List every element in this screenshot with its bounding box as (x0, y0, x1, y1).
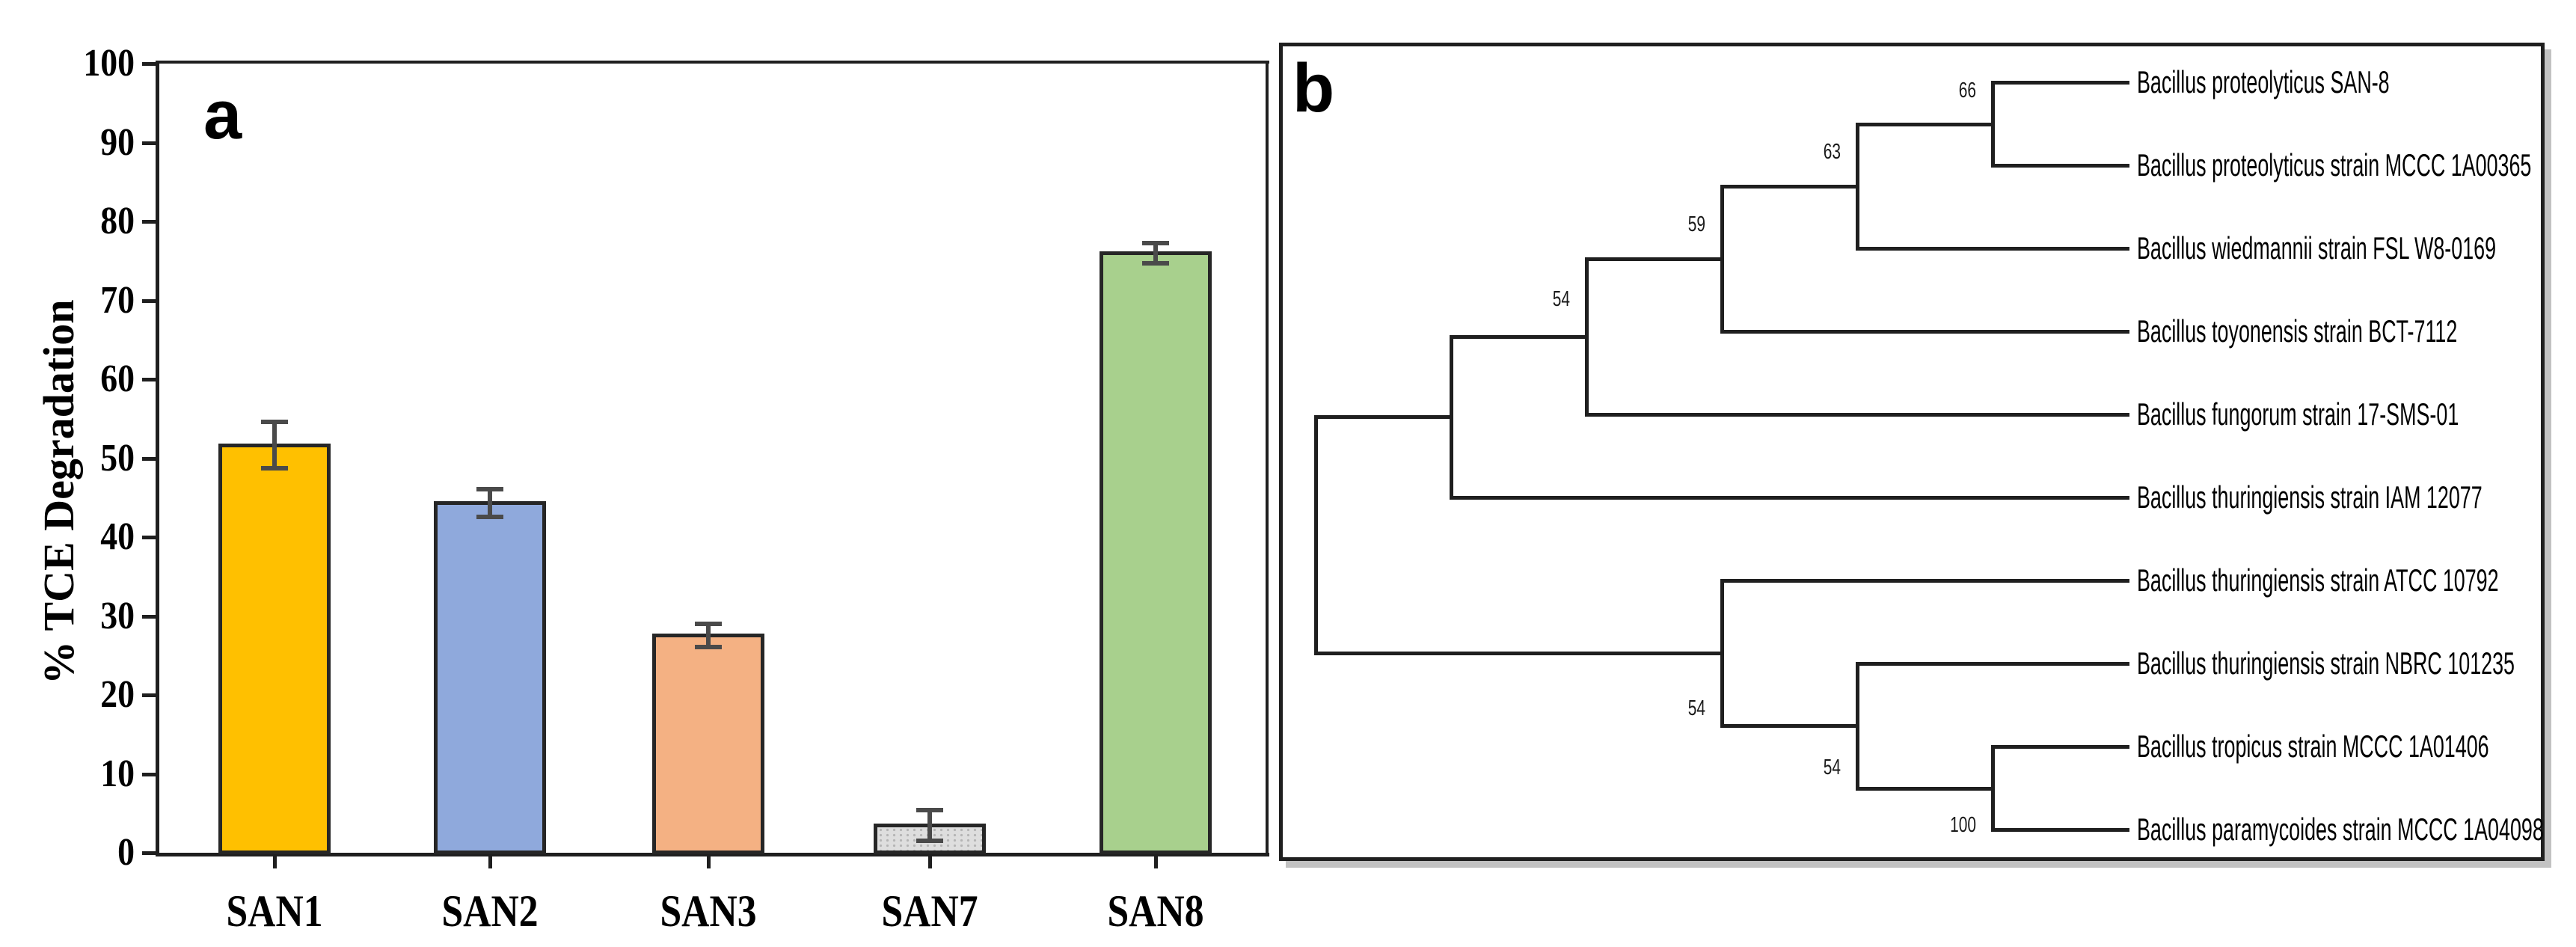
error-cap-top-SAN7 (916, 807, 943, 812)
error-cap-top-SAN8 (1142, 241, 1169, 246)
y-tick-90 (142, 141, 156, 145)
tree-branch-n100-child0 (1991, 745, 2129, 749)
x-tick-SAN1 (273, 856, 277, 868)
tree-branch-n54b-child0 (1720, 579, 2129, 583)
x-category-label-SAN3: SAN3 (660, 886, 757, 936)
error-cap-bottom-SAN8 (1142, 260, 1169, 266)
tree-branch-n59-child0 (1720, 184, 1859, 189)
taxon-label-8: Bacillus tropicus strain MCCC 1A01406 (2137, 729, 2489, 764)
error-cap-top-SAN1 (261, 419, 288, 424)
x-category-label-SAN8: SAN8 (1107, 886, 1204, 936)
y-tick-10 (142, 772, 156, 776)
taxon-label-1: Bacillus proteolyticus strain MCCC 1A003… (2137, 147, 2532, 183)
taxon-label-3: Bacillus toyonensis strain BCT-7112 (2137, 313, 2458, 349)
tree-branch-nU-child0 (1450, 334, 1588, 339)
tree-branch-n66-child1 (1991, 164, 2129, 168)
tree-branch-n100-child1 (1991, 828, 2129, 832)
y-tick-80 (142, 220, 156, 224)
panel-a-letter: a (203, 77, 242, 153)
taxon-label-6: Bacillus thuringiensis strain ATCC 10792 (2137, 563, 2499, 598)
error-cap-bottom-SAN1 (261, 466, 288, 471)
tree-branch-n63-child0 (1856, 122, 1994, 126)
tree-branch-n54c-child1 (1856, 786, 1994, 791)
y-tick-label-50: 50 (100, 436, 135, 479)
bootstrap-value-n66: 66 (1958, 79, 1976, 102)
bootstrap-value-n54a: 54 (1552, 287, 1570, 311)
error-cap-bottom-SAN3 (695, 644, 722, 649)
tree-branch-n63-child1 (1856, 247, 2129, 251)
bar-SAN1 (218, 443, 331, 854)
tree-branch-nU-child1 (1450, 496, 2129, 500)
bootstrap-value-n54c: 54 (1823, 756, 1841, 779)
bar-SAN2 (434, 500, 546, 854)
tree-branch-n54a-child1 (1585, 413, 2129, 417)
y-tick-50 (142, 456, 156, 461)
error-cap-bottom-SAN7 (916, 839, 943, 844)
tree-node-vertical-root (1314, 415, 1318, 656)
error-bar-SAN2 (488, 488, 492, 517)
bar-SAN8 (1100, 251, 1212, 854)
x-tick-SAN3 (707, 856, 711, 868)
y-tick-label-70: 70 (100, 278, 135, 322)
x-category-label-SAN7: SAN7 (881, 886, 978, 936)
tree-branch-n54b-child1 (1720, 724, 1859, 729)
panel-b-border (1279, 43, 2545, 861)
tree-branch-n54a-child0 (1585, 257, 1723, 261)
tree-branch-n54c-child0 (1856, 662, 2129, 666)
x-category-label-SAN1: SAN1 (226, 886, 323, 936)
taxon-label-9: Bacillus paramycoides strain MCCC 1A0409… (2137, 812, 2544, 847)
y-tick-0 (142, 851, 156, 855)
x-tick-SAN8 (1154, 856, 1158, 868)
y-tick-label-10: 10 (100, 752, 135, 795)
y-tick-70 (142, 298, 156, 303)
y-tick-label-80: 80 (100, 200, 135, 242)
taxon-label-4: Bacillus fungorum strain 17-SMS-01 (2137, 396, 2459, 432)
error-bar-SAN1 (272, 420, 277, 469)
taxon-label-5: Bacillus thuringiensis strain IAM 12077 (2137, 479, 2483, 515)
y-tick-60 (142, 378, 156, 381)
x-tick-SAN7 (928, 856, 932, 868)
plot-top-frame (156, 61, 1269, 64)
bootstrap-value-n63: 63 (1823, 140, 1841, 164)
bootstrap-value-n59: 59 (1687, 212, 1705, 236)
y-tick-label-30: 30 (100, 594, 135, 637)
taxon-label-0: Bacillus proteolyticus SAN-8 (2137, 64, 2390, 99)
bar-SAN3 (652, 633, 764, 854)
y-tick-label-60: 60 (100, 358, 135, 400)
y-tick-label-40: 40 (100, 515, 135, 558)
error-bar-SAN8 (1153, 242, 1158, 263)
x-tick-SAN2 (488, 856, 492, 868)
tree-branch-root-child1 (1314, 652, 1723, 656)
y-tick-label-90: 90 (100, 120, 135, 164)
y-tick-20 (142, 693, 156, 697)
plot-right-frame (1266, 64, 1269, 856)
error-bar-SAN7 (927, 809, 932, 842)
tree-branch-n59-child1 (1720, 330, 2129, 334)
x-category-label-SAN2: SAN2 (441, 886, 539, 936)
y-tick-label-100: 100 (83, 42, 135, 85)
taxon-label-7: Bacillus thuringiensis strain NBRC 10123… (2137, 646, 2515, 681)
y-tick-40 (142, 536, 156, 539)
bootstrap-value-n54b: 54 (1687, 696, 1705, 720)
taxon-label-2: Bacillus wiedmannii strain FSL W8-0169 (2137, 230, 2497, 266)
y-tick-label-0: 0 (117, 831, 135, 874)
y-tick-label-20: 20 (100, 673, 135, 716)
panel-b-letter: b (1292, 50, 1335, 126)
error-cap-bottom-SAN2 (476, 514, 503, 519)
x-axis-line (156, 853, 1269, 856)
error-cap-top-SAN3 (695, 621, 722, 626)
bootstrap-value-n100: 100 (1950, 813, 1976, 837)
tree-branch-n66-child0 (1991, 81, 2129, 85)
y-axis-line (156, 64, 159, 856)
error-cap-top-SAN2 (476, 486, 503, 491)
tree-branch-root-child0 (1314, 415, 1453, 420)
y-tick-100 (142, 62, 156, 66)
y-tick-30 (142, 614, 156, 619)
error-bar-SAN3 (706, 622, 711, 647)
